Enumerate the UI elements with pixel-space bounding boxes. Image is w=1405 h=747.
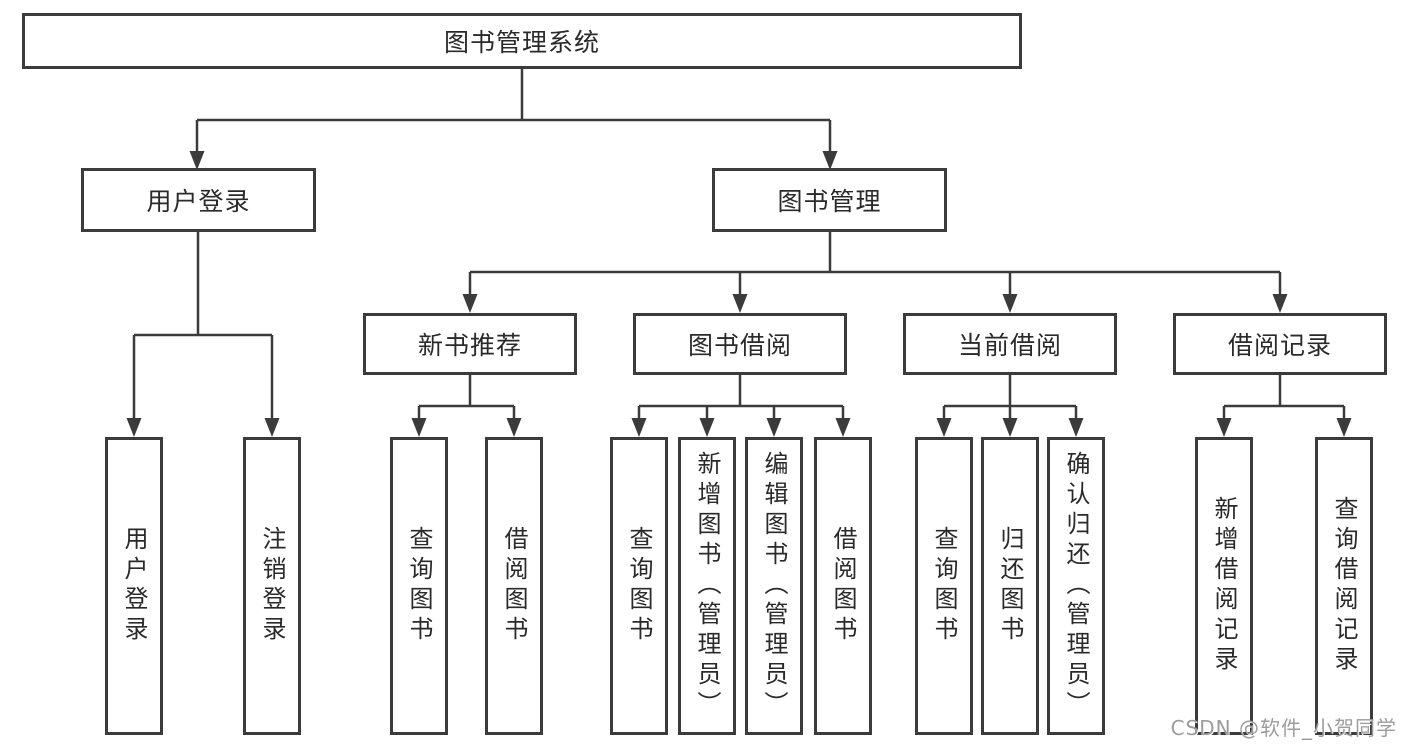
node-leaf-logout-label: 注销登录 <box>258 526 286 646</box>
csdn-watermark: CSDN @软件_小贺同学 <box>1170 716 1397 740</box>
node-leaf-logout: 注销登录 <box>243 437 301 735</box>
node-leaf-add-books-admin-label: 新增图书（管理员） <box>693 451 721 721</box>
node-current-borrowing: 当前借阅 <box>903 313 1117 375</box>
node-leaf-query-books-recommend-label: 查询图书 <box>405 526 433 646</box>
node-book-management: 图书管理 <box>712 168 947 232</box>
node-leaf-add-books-admin: 新增图书（管理员） <box>678 437 736 735</box>
node-leaf-add-borrow-record-label: 新增借阅记录 <box>1210 496 1238 676</box>
node-leaf-borrow-books-recommend-label: 借阅图书 <box>500 526 528 646</box>
node-leaf-confirm-return-admin-label: 确认归还（管理员） <box>1062 451 1090 721</box>
node-leaf-borrow-books-recommend: 借阅图书 <box>485 437 543 735</box>
node-leaf-return-books: 归还图书 <box>981 437 1039 735</box>
node-leaf-query-borrow-record-label: 查询借阅记录 <box>1330 496 1358 676</box>
node-library-management-system: 图书管理系统 <box>22 13 1022 69</box>
node-leaf-query-books-recommend: 查询图书 <box>390 437 448 735</box>
connector-segments <box>132 68 1346 421</box>
node-book-borrowing: 图书借阅 <box>633 313 847 375</box>
node-leaf-edit-books-admin-label: 编辑图书（管理员） <box>760 451 788 721</box>
node-leaf-confirm-return-admin: 确认归还（管理员） <box>1047 437 1105 735</box>
node-leaf-query-books-borrowing-label: 查询图书 <box>625 526 653 646</box>
node-leaf-query-books-borrowing: 查询图书 <box>610 437 668 735</box>
node-leaf-user-login: 用户登录 <box>105 437 163 735</box>
node-leaf-return-books-label: 归还图书 <box>996 526 1024 646</box>
node-leaf-borrow-books-label: 借阅图书 <box>829 526 857 646</box>
node-leaf-query-borrow-record: 查询借阅记录 <box>1315 437 1373 735</box>
node-user-login: 用户登录 <box>81 168 316 232</box>
arrowheads <box>126 151 1352 437</box>
node-leaf-edit-books-admin: 编辑图书（管理员） <box>745 437 803 735</box>
node-leaf-borrow-books: 借阅图书 <box>814 437 872 735</box>
node-borrowing-records: 借阅记录 <box>1173 313 1387 375</box>
node-leaf-add-borrow-record: 新增借阅记录 <box>1195 437 1253 735</box>
node-leaf-query-books-current-label: 查询图书 <box>930 526 958 646</box>
node-new-book-recommendation: 新书推荐 <box>363 313 577 375</box>
node-leaf-user-login-label: 用户登录 <box>120 526 148 646</box>
node-leaf-query-books-current: 查询图书 <box>915 437 973 735</box>
